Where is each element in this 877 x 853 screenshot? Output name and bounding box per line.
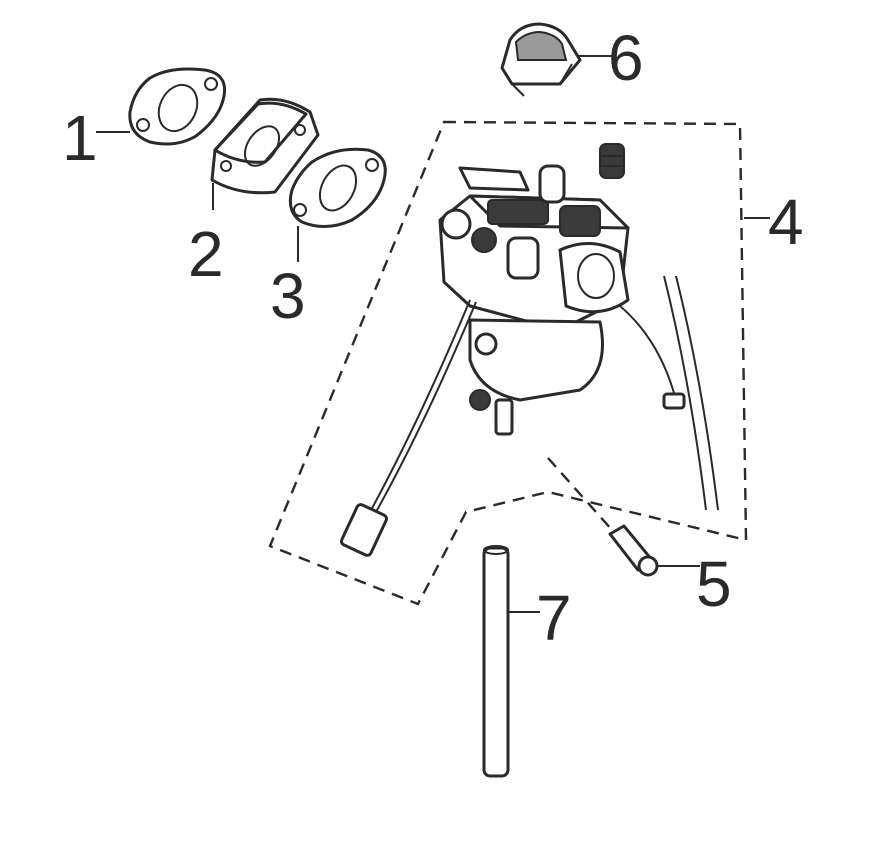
- part-6-solenoid: [500, 22, 582, 97]
- callout-3: 3: [270, 260, 306, 332]
- part-2-insulator: [210, 97, 320, 195]
- callout-1: 1: [62, 102, 98, 174]
- part-3-gasket: [288, 147, 387, 228]
- part-1-gasket: [128, 67, 227, 146]
- callout-7: 7: [536, 582, 572, 654]
- callout-4: 4: [768, 186, 804, 258]
- part-4-assembly-boundary: [268, 120, 748, 606]
- callout-2: 2: [188, 218, 224, 290]
- part-4-carburetor: [340, 143, 719, 557]
- part-5-drain-screw: [608, 524, 659, 577]
- part-5-guide-line: [547, 457, 613, 531]
- part-7-hose: [482, 545, 510, 778]
- callout-5: 5: [696, 548, 732, 620]
- callout-6: 6: [608, 22, 644, 94]
